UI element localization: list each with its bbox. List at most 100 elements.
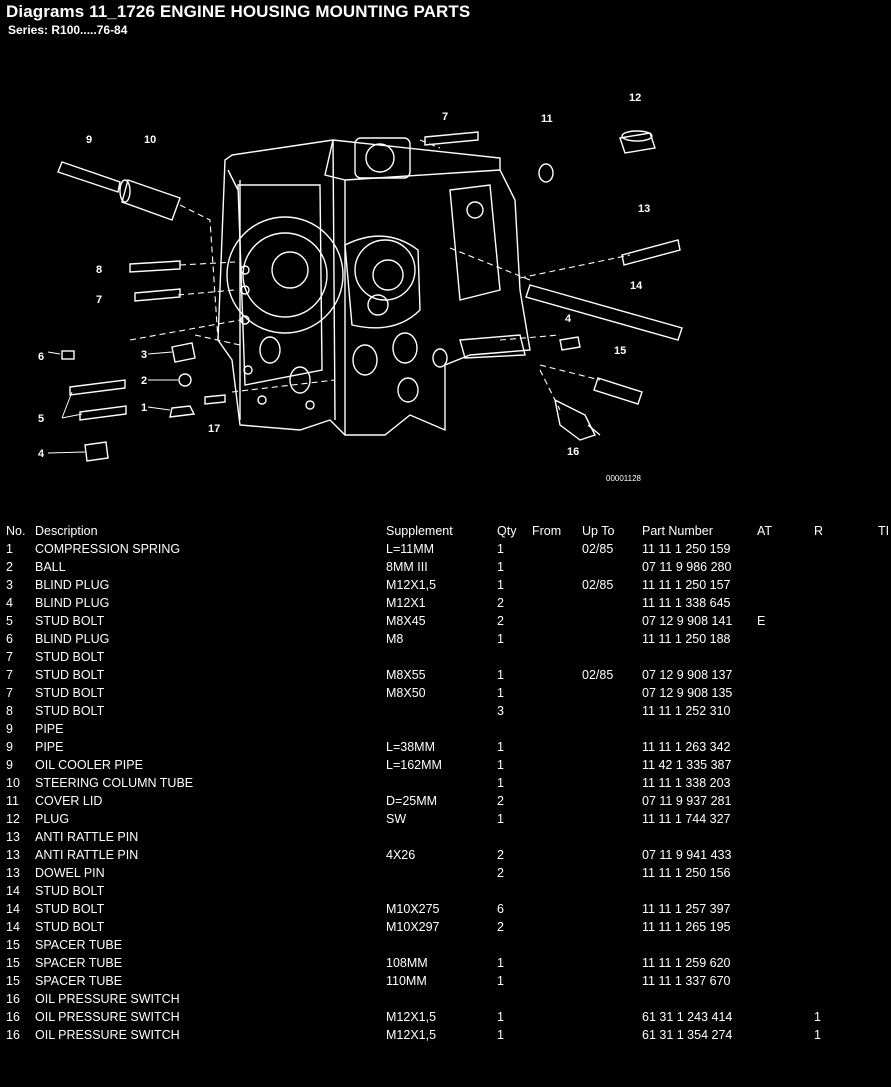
cell-pn: 07 11 9 986 280 <box>642 560 732 574</box>
part-17-pin <box>204 394 226 405</box>
cell-qty: 2 <box>497 614 504 628</box>
callout-label: 14 <box>630 280 643 292</box>
cell-desc: COVER LID <box>35 794 103 808</box>
callout-label: 7 <box>96 294 102 306</box>
cell-pn: 07 12 9 908 135 <box>642 686 733 700</box>
cell-qty: 2 <box>497 596 504 610</box>
cell-pn: 11 11 1 259 620 <box>642 956 731 970</box>
part-8-stud <box>129 260 181 273</box>
cell-desc: STUD BOLT <box>35 650 105 664</box>
callout-label: 8 <box>96 264 102 276</box>
cell-no: 8 <box>6 704 13 718</box>
series-subtitle: Series: R100.....76-84 <box>8 23 128 37</box>
cell-no: 12 <box>6 812 20 826</box>
cell-pn: 11 11 1 263 342 <box>642 740 731 754</box>
callout-label: 4 <box>565 313 572 325</box>
part-15-spacer <box>593 377 643 405</box>
cell-no: 13 <box>6 848 20 862</box>
cell-no: 14 <box>6 902 20 916</box>
cell-desc: BLIND PLUG <box>35 578 110 592</box>
cell-pn: 11 42 1 335 387 <box>642 758 732 772</box>
callout-label: 15 <box>614 345 626 357</box>
callout-label: 7 <box>442 111 448 123</box>
cell-qty: 2 <box>497 866 504 880</box>
cell-upto: 02/85 <box>582 668 614 682</box>
callout-label: 4 <box>38 448 45 460</box>
diagram-image-code: 00001128 <box>606 474 642 483</box>
cell-pn: 07 12 9 908 137 <box>642 668 733 682</box>
cell-no: 7 <box>6 668 13 682</box>
part-9-pipe <box>57 161 121 193</box>
callout-label: 6 <box>38 351 44 363</box>
cell-pn: 11 11 1 744 327 <box>642 812 731 826</box>
cell-no: 1 <box>6 542 13 556</box>
cell-sup: M10X275 <box>386 902 440 916</box>
cell-r: 1 <box>814 1028 821 1042</box>
cell-no: 14 <box>6 920 20 934</box>
col-r: R <box>814 524 824 538</box>
callout-label: 9 <box>86 134 92 146</box>
cell-upto: 02/85 <box>582 578 614 592</box>
cell-sup: M8X55 <box>386 668 426 682</box>
cell-qty: 1 <box>497 632 504 646</box>
cell-no: 4 <box>6 596 13 610</box>
cell-pn: 11 11 1 257 397 <box>642 902 731 916</box>
cell-qty: 1 <box>497 560 504 574</box>
cell-no: 16 <box>6 992 20 1006</box>
col-upto: Up To <box>582 524 615 538</box>
part-11-cover-lid <box>538 163 554 183</box>
cell-no: 9 <box>6 722 13 736</box>
cell-no: 15 <box>6 938 20 952</box>
cell-no: 16 <box>6 1010 20 1024</box>
callout-label: 11 <box>541 113 553 125</box>
cell-sup: M8X45 <box>386 614 426 628</box>
cell-no: 9 <box>6 740 13 754</box>
cell-sup: M12X1,5 <box>386 1010 437 1024</box>
cell-sup: M8X50 <box>386 686 426 700</box>
cell-qty: 1 <box>497 776 504 790</box>
col-no: No. <box>6 524 26 538</box>
cell-pn: 07 11 9 941 433 <box>642 848 732 862</box>
parts-table: No. Description Supplement Qty From Up T… <box>0 522 891 1044</box>
part-5-studs <box>69 379 127 421</box>
table-header: No. Description Supplement Qty From Up T… <box>0 522 891 540</box>
cell-sup: 110MM <box>386 974 427 988</box>
cell-desc: BLIND PLUG <box>35 632 110 646</box>
cell-no: 2 <box>6 560 13 574</box>
cell-sup: 108MM <box>386 956 428 970</box>
cell-desc: STUD BOLT <box>35 614 105 628</box>
callout-label: 10 <box>144 134 156 146</box>
callout-label: 2 <box>141 375 147 387</box>
cell-qty: 3 <box>497 704 504 718</box>
cell-qty: 1 <box>497 758 504 772</box>
